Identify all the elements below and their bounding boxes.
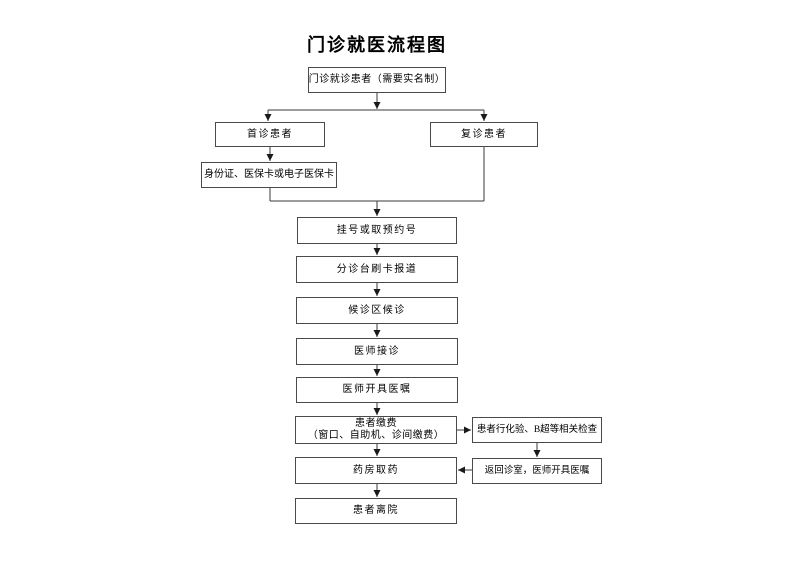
- node-label: 医师开具医嘱: [342, 384, 412, 395]
- node-id-or-insurance-card: 身份证、医保卡或电子医保卡: [201, 162, 337, 188]
- node-label: 身份证、医保卡或电子医保卡: [204, 169, 334, 180]
- node-waiting-area: 候诊区候诊: [296, 297, 458, 324]
- node-label: 患者行化验、B超等相关检查: [476, 425, 598, 435]
- node-label-line1: 患者缴费: [355, 417, 397, 429]
- node-label: 首诊患者: [247, 128, 293, 140]
- node-outpatient-start: 门诊就诊患者（需要实名制）: [308, 67, 446, 93]
- node-label: 分诊台刷卡报道: [336, 263, 418, 275]
- node-return-to-clinic: 返回诊室，医师开具医嘱: [472, 458, 602, 484]
- node-patient-leaves: 患者离院: [295, 498, 457, 524]
- page-title: 门诊就医流程图: [307, 35, 447, 55]
- node-label: 门诊就诊患者（需要实名制）: [308, 74, 446, 85]
- node-label: 复诊患者: [461, 128, 507, 140]
- node-first-visit-patient: 首诊患者: [215, 122, 325, 147]
- node-doctor-consultation: 医师接诊: [296, 338, 458, 365]
- node-label: 返回诊室，医师开具医嘱: [484, 466, 590, 476]
- node-label: 医师接诊: [354, 345, 400, 357]
- node-label: 挂号或取预约号: [336, 224, 418, 236]
- node-label-line2: （窗口、自助机、诊间缴费）: [307, 430, 445, 441]
- node-triage-checkin: 分诊台刷卡报道: [296, 256, 458, 283]
- node-patient-payment: 患者缴费 （窗口、自助机、诊间缴费）: [295, 416, 457, 444]
- node-return-visit-patient: 复诊患者: [430, 122, 538, 147]
- node-label: 患者离院: [353, 505, 399, 516]
- node-register-or-appointment: 挂号或取预约号: [297, 217, 457, 244]
- node-lab-tests: 患者行化验、B超等相关检查: [472, 417, 602, 443]
- node-pharmacy-pickup: 药房取药: [295, 457, 457, 484]
- node-label: 候诊区候诊: [348, 304, 406, 316]
- node-label: 药房取药: [353, 464, 399, 476]
- node-doctor-orders: 医师开具医嘱: [296, 377, 458, 403]
